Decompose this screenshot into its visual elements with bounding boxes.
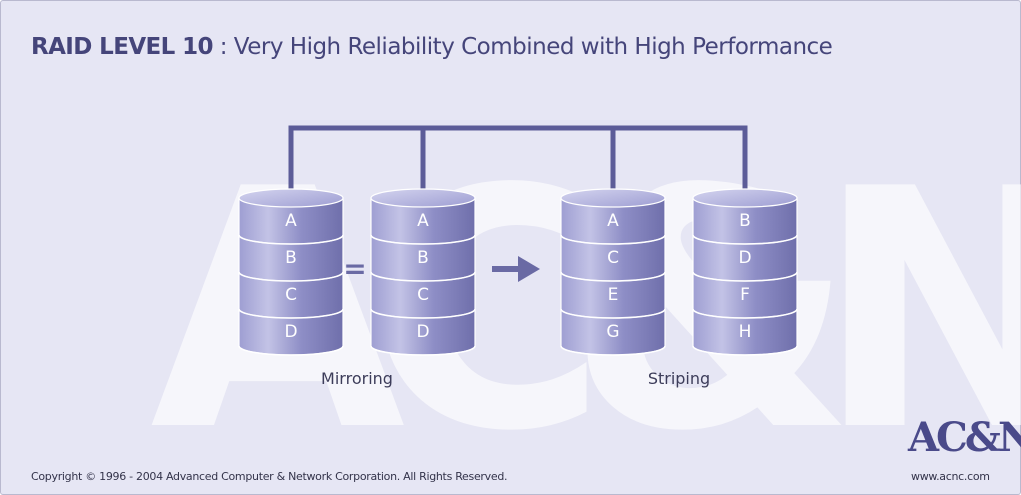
disk-block-label: C [417, 285, 429, 305]
disk-ring [370, 345, 476, 356]
disk-block-label: C [285, 285, 297, 305]
disk-block-label: B [739, 211, 751, 231]
disk-block-label: C [607, 248, 619, 268]
disk-ring [370, 271, 476, 282]
raid-level-label: RAID LEVEL 10 [31, 34, 214, 60]
disk-top [560, 188, 666, 208]
disk-ring [692, 234, 798, 245]
disk-ring [692, 308, 798, 319]
disk-top [692, 188, 798, 208]
disk-block-label: B [417, 248, 429, 268]
disk-ring [560, 234, 666, 245]
disk-block-label: A [607, 211, 619, 231]
disk-ring [560, 345, 666, 356]
title-description: : Very High Reliability Combined with Hi… [212, 34, 833, 60]
disk-ring [370, 234, 476, 245]
disk-block-label: H [739, 322, 752, 342]
disk-ring [370, 308, 476, 319]
operators: = [343, 252, 540, 285]
disk-ring [692, 271, 798, 282]
diagram-title: RAID LEVEL 10 : Very High Reliability Co… [31, 34, 833, 60]
disk-block-label: A [417, 211, 429, 231]
group-labels: Mirroring Striping [321, 369, 710, 388]
group-label-2: Striping [648, 369, 710, 388]
disk-ring [238, 271, 344, 282]
copyright-text: Copyright © 1996 - 2004 Advanced Compute… [31, 470, 508, 483]
disk-block-label: A [285, 211, 297, 231]
group-label-1: Mirroring [321, 369, 393, 388]
disk-ring [692, 345, 798, 356]
acnc-logo: AC&NC [908, 414, 1021, 461]
website-url: www.acnc.com [911, 470, 990, 483]
disk-block-label: D [416, 322, 429, 342]
disk-top [370, 188, 476, 208]
disk-ring [238, 234, 344, 245]
disk-ring [560, 308, 666, 319]
bus-line [288, 125, 748, 196]
arrow-right-icon [492, 256, 540, 282]
disk-block-label: E [608, 285, 619, 305]
disk-block-label: G [606, 322, 619, 342]
disk-block-label: B [285, 248, 297, 268]
disk-ring [238, 308, 344, 319]
disk-top [238, 188, 344, 208]
disk-ring [560, 271, 666, 282]
disk-block-label: D [284, 322, 297, 342]
disk-block-label: F [740, 285, 750, 305]
disk-block-label: D [738, 248, 751, 268]
bus-connector [288, 125, 748, 196]
disk-ring [238, 345, 344, 356]
equals-sign: = [343, 252, 366, 285]
